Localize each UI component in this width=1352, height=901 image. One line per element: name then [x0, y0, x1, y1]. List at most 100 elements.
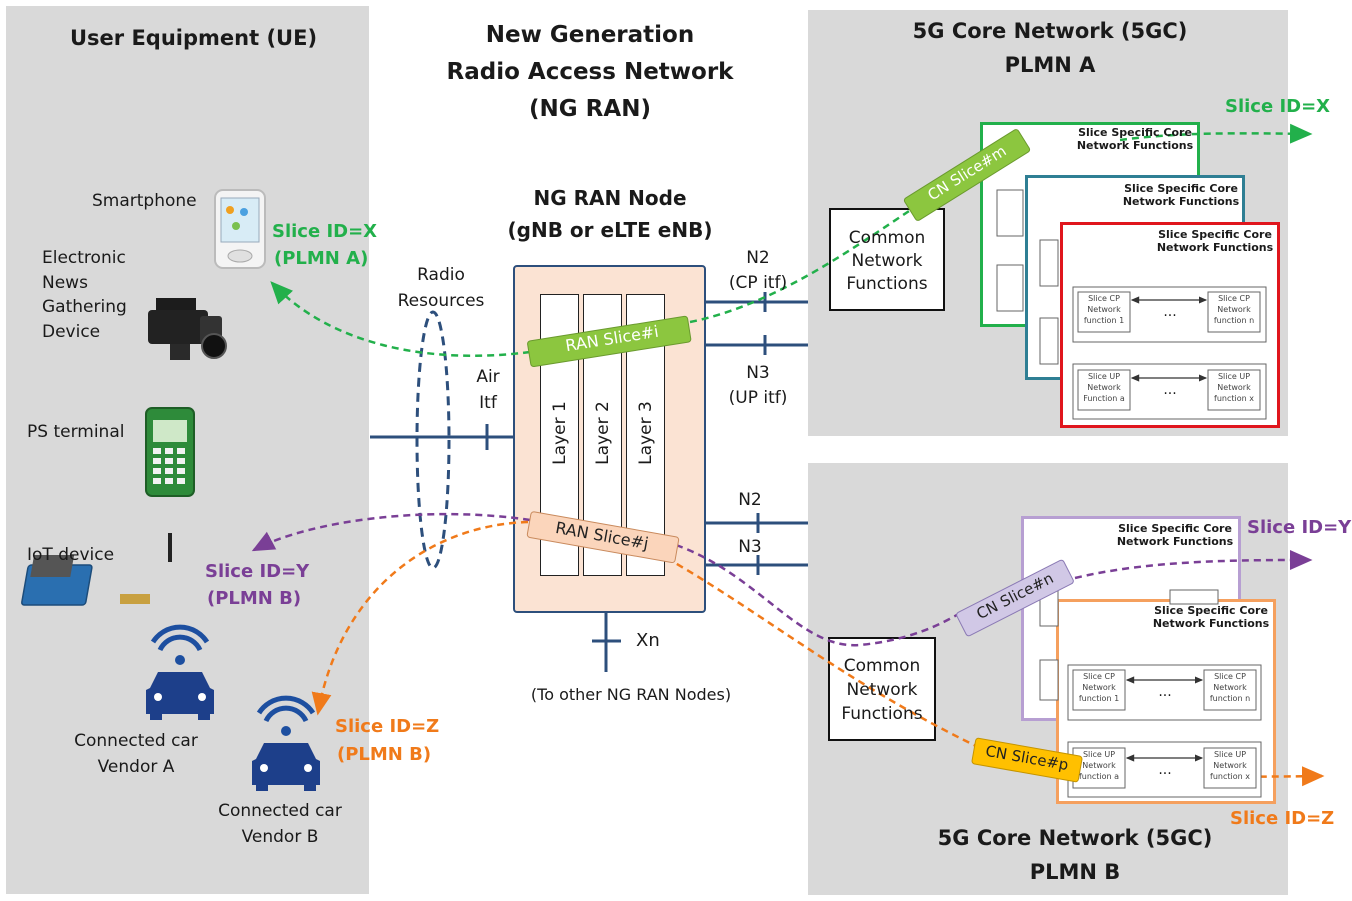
core-a-cp-fn1-label-1: Slice CP [1088, 294, 1120, 303]
core-b-cp-fnn-label-2: Network [1213, 683, 1247, 692]
camera-icon [148, 298, 227, 360]
xn-note: (To other NG RAN Nodes) [530, 685, 732, 704]
n2-bottom-label: N2 [738, 490, 762, 510]
radio-resources-label-1: Radio [417, 265, 465, 285]
core-b-cp-dots: ... [1158, 684, 1172, 700]
n3-bottom-label: N3 [738, 537, 762, 557]
core-a-up-fna-label-1: Slice UP [1087, 372, 1121, 381]
eng-label-4: Device [42, 322, 101, 342]
car-a-label-1: Connected car [74, 731, 198, 751]
core-a-up-fna-label-3: Function a [1083, 394, 1125, 403]
core-b-common-label-3: Functions [841, 704, 923, 724]
core-a-title-2: PLMN A [1004, 53, 1096, 77]
ue-slice-x-label-2: (PLMN A) [274, 248, 369, 269]
ran-slice-j-bar [526, 511, 680, 564]
ue-slice-y-label-1: Slice ID=Y [205, 561, 310, 582]
core-a-cp-fnn-label-2: Network [1217, 305, 1251, 314]
core-a-up-dots: ... [1163, 382, 1177, 398]
ran-node-title-1: NG RAN Node [533, 186, 687, 210]
core-b-up-fna-label-3: function a [1078, 772, 1120, 781]
xn-label: Xn [636, 630, 660, 651]
core-b-purple-ssf-1: Slice Specific Core [1118, 522, 1232, 535]
core-a-cp-fnn-label-3: function n [1213, 316, 1255, 325]
smartphone-icon [214, 189, 266, 269]
eng-label-1: Electronic [42, 248, 126, 268]
core-a-cp-fnn-box [1207, 291, 1261, 333]
car-b-label-2: Vendor B [241, 827, 319, 847]
n2-top-sublabel: (CP itf) [728, 273, 788, 293]
layer-3-label: Layer 3 [636, 401, 656, 465]
ran-title-1: New Generation [485, 22, 695, 48]
slice-z-path-ue [311, 520, 529, 716]
core-b-cp-fn1-label-1: Slice CP [1083, 672, 1115, 681]
core-a-cp-fn1-label-3: function 1 [1083, 316, 1125, 325]
core-b-title-2: PLMN B [1029, 860, 1121, 884]
eng-label-3: Gathering [42, 297, 127, 317]
core-b-cp-fnn-label-1: Slice CP [1214, 672, 1246, 681]
core-b-up-fna-label-2: Network [1082, 761, 1116, 770]
core-b-cp-fnn-label-3: function n [1209, 694, 1251, 703]
core-a-teal-ssf-1: Slice Specific Core [1124, 182, 1238, 195]
connected-car-b-icon [252, 695, 320, 791]
slice-y-path-core [675, 543, 963, 647]
connected-car-a-icon [146, 624, 214, 720]
core-a-common-label-1: Common [848, 228, 926, 248]
core-b-common-label-1: Common [843, 656, 921, 676]
core-a-cp-fn1-box [1077, 291, 1131, 333]
core-b-orange-ssf-2: Network Functions [1152, 617, 1270, 630]
core-b-title-1: 5G Core Network (5GC) [937, 826, 1213, 850]
ue-slice-z-label-2: (PLMN B) [337, 744, 432, 765]
slice-y-path-out [1074, 550, 1313, 580]
core-b-cp-fn1-label-3: function 1 [1078, 694, 1120, 703]
ps-terminal-label: PS terminal [27, 422, 125, 442]
core-b-cp-fn1-box [1072, 669, 1126, 711]
core-b-up-fnx-box [1203, 747, 1257, 789]
core-b-up-fna-box [1072, 747, 1126, 789]
radio-resources-label-2: Resources [397, 291, 485, 311]
ran-node-title-2: (gNB or eLTE eNB) [507, 218, 713, 242]
core-a-cp-dots: ... [1163, 304, 1177, 320]
ran-title-3: (NG RAN) [529, 96, 651, 122]
core-b-orange-ssf-1: Slice Specific Core [1154, 604, 1268, 617]
core-a-cp-fnn-label-1: Slice CP [1218, 294, 1250, 303]
core-a-red-ssf-2: Network Functions [1156, 241, 1274, 254]
core-a-slice-id: Slice ID=X [1225, 96, 1331, 117]
core-b-cp-fn1-label-2: Network [1082, 683, 1116, 692]
core-a-red-ssf-1: Slice Specific Core [1158, 228, 1272, 241]
cn-slice-n-bar [956, 559, 1074, 637]
core-b-up-fnx-label-3: function x [1210, 772, 1250, 781]
layer-1-label: Layer 1 [550, 401, 570, 465]
air-itf-label-2: Itf [479, 393, 497, 413]
core-b-slice-id-z: Slice ID=Z [1230, 808, 1335, 829]
core-b-slice-id-y: Slice ID=Y [1247, 517, 1352, 538]
core-b-cp-fnn-box [1203, 669, 1257, 711]
core-a-up-fnx-label-2: Network [1217, 383, 1251, 392]
iot-device-label: IoT device [27, 545, 115, 565]
smartphone-label: Smartphone [92, 191, 197, 211]
air-itf-label-1: Air [476, 367, 500, 387]
iot-device-icon [21, 533, 172, 606]
ran-title-2: Radio Access Network [446, 59, 734, 85]
core-b-purple-ssf-2: Network Functions [1116, 535, 1234, 548]
core-b-up-dots: ... [1158, 762, 1172, 778]
n3-top-label: N3 [746, 363, 770, 383]
core-a-common-label-3: Functions [846, 274, 928, 294]
core-a-common-label-2: Network [851, 251, 923, 271]
core-b-up-fna-label-1: Slice UP [1082, 750, 1116, 759]
core-a-green-ssf-2: Network Functions [1076, 139, 1194, 152]
car-a-label-2: Vendor A [97, 757, 175, 777]
core-b-common-functions-box [828, 637, 936, 741]
cn-slice-m-bar [903, 129, 1031, 221]
core-a-up-fna-label-2: Network [1087, 383, 1121, 392]
ue-slice-x-label-1: Slice ID=X [272, 221, 378, 242]
core-a-up-fnx-label-1: Slice UP [1217, 372, 1251, 381]
ran-slice-i-bar [527, 315, 692, 368]
core-b-common-label-2: Network [846, 680, 918, 700]
core-a-up-fnx-label-3: function x [1214, 394, 1254, 403]
core-a-title-1: 5G Core Network (5GC) [912, 19, 1188, 43]
eng-label-2: News [42, 273, 88, 293]
slice-y-path-ue [251, 512, 531, 552]
car-b-label-1: Connected car [218, 801, 342, 821]
